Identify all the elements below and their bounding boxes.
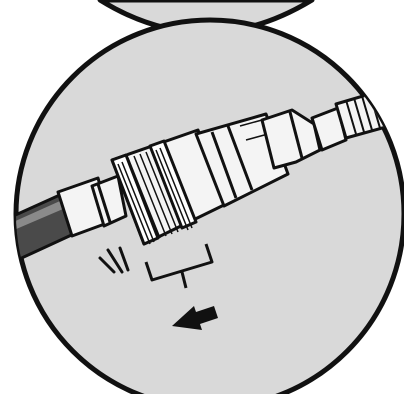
coupler-detail-illustration — [0, 0, 404, 394]
